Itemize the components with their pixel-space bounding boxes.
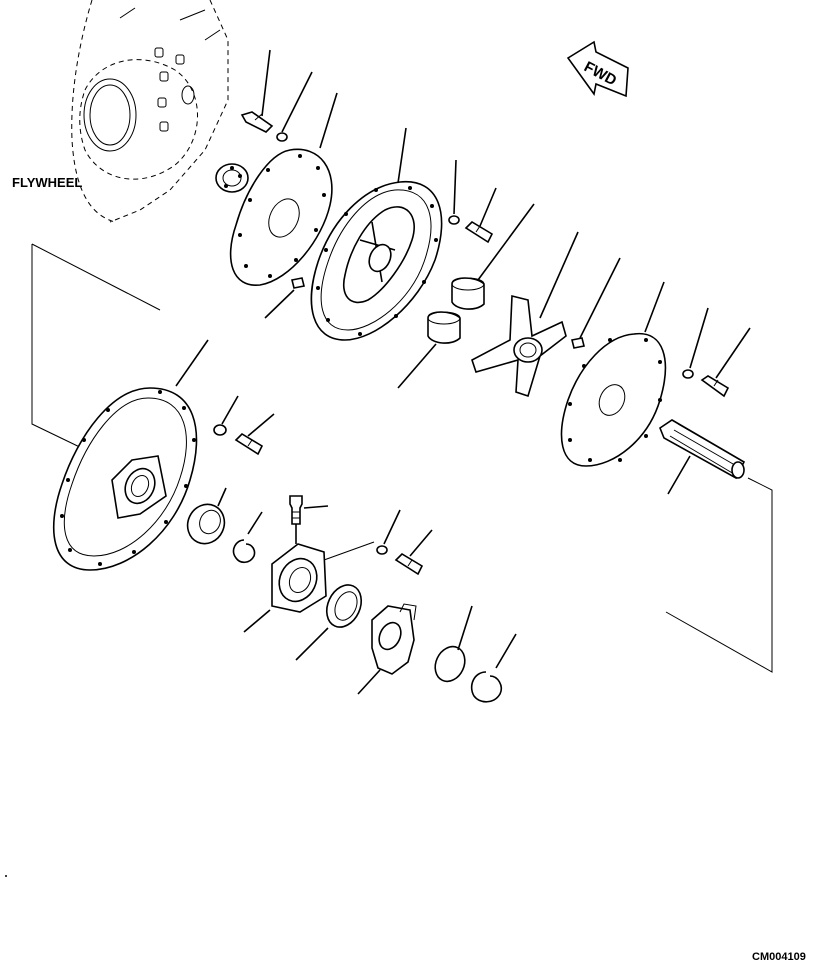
grease-fitting (289, 495, 303, 544)
coupling-cover-plate (52, 387, 198, 571)
washer-top (276, 132, 288, 142)
rubber-block-lower (427, 311, 461, 344)
end-cap (434, 645, 466, 683)
bolt-top-left (240, 111, 274, 133)
flywheel-label: FLYWHEEL (12, 175, 82, 190)
bearing-housing (271, 543, 327, 613)
snap-ring-lower (232, 539, 256, 564)
dowel-pin-left (291, 277, 305, 289)
coupling-yoke (371, 603, 417, 675)
bolt-coupling (464, 220, 494, 244)
splined-shaft (659, 419, 746, 480)
spider-hub (471, 294, 567, 398)
flex-plate-rear (560, 332, 667, 467)
oil-seal (325, 584, 363, 628)
washer-mid (376, 545, 388, 555)
bolt-right (700, 375, 730, 398)
snap-ring-right (470, 671, 503, 703)
pilot-bearing (215, 163, 249, 193)
flex-plate-front (229, 148, 333, 286)
flywheel-housing (71, 0, 229, 223)
washer-lower-left (213, 424, 227, 436)
bolt-lower-left (234, 432, 264, 456)
figure-code: CM004109 (752, 951, 806, 963)
coupling-housing (310, 181, 443, 341)
stray-mark (5, 875, 7, 877)
washer-right (682, 369, 694, 379)
ball-bearing (186, 503, 226, 545)
assembly-outline (31, 243, 773, 673)
rubber-block-upper (451, 277, 485, 310)
washer-coupling (448, 215, 460, 225)
fwd-arrow-icon: FWD (566, 40, 629, 98)
dowel-pin-right (571, 337, 585, 349)
bolt-mid (394, 552, 424, 576)
